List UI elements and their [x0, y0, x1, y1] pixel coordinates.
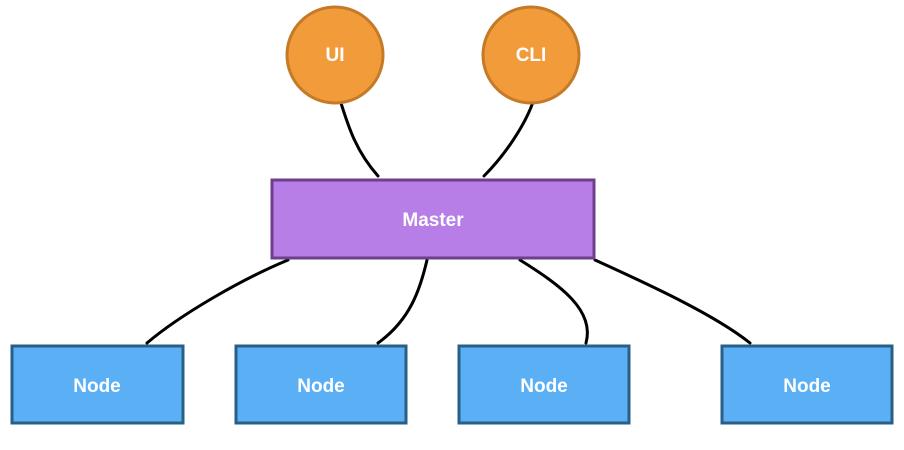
node-4: Node: [720, 344, 894, 425]
client-cli-circle: [481, 5, 581, 105]
master-label: Master: [402, 210, 464, 231]
client-ui-label: UI: [326, 45, 345, 66]
node-4-label: Node: [783, 376, 831, 397]
connectors: [145, 98, 752, 345]
client-ui-circle: [285, 5, 385, 105]
node-4-rect: [720, 344, 894, 425]
client-cli: CLI: [481, 5, 581, 105]
connector-master-node-1: [145, 258, 290, 345]
node-1-label: Node: [73, 376, 121, 397]
client-ui: UI: [285, 5, 385, 105]
connector-master-node-4: [593, 258, 752, 345]
node-1: Node: [10, 344, 185, 425]
connector-ui-master: [338, 98, 380, 178]
connector-master-node-2: [376, 258, 429, 345]
client-cli-label: CLI: [516, 45, 547, 66]
connector-cli-master: [482, 100, 535, 178]
node-3-rect: [457, 344, 631, 425]
node-3-label: Node: [520, 376, 568, 397]
connector-master-node-3: [518, 258, 589, 345]
node-1-rect: [10, 344, 185, 425]
node-2-rect: [234, 344, 408, 425]
node-2-label: Node: [297, 376, 345, 397]
master-rect: [270, 178, 596, 260]
node-2: Node: [234, 344, 408, 425]
master-box: Master: [270, 178, 596, 260]
node-3: Node: [457, 344, 631, 425]
